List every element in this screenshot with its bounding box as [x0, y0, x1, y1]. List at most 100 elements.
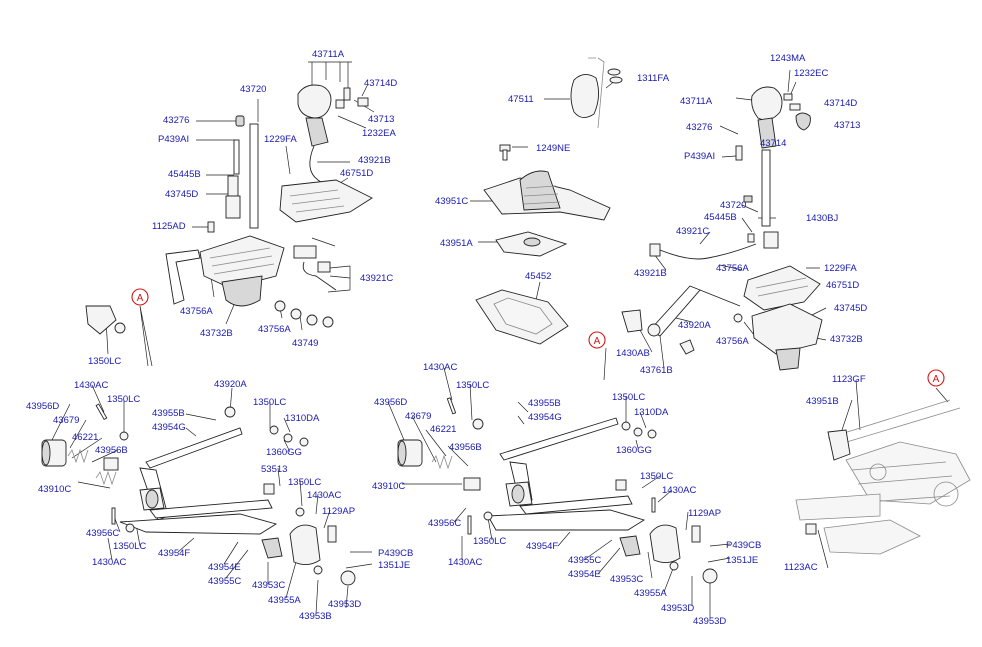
- part-number-label: 43714: [760, 138, 786, 149]
- part-number-label: 1229FA: [264, 134, 297, 145]
- part-number-label: 43713: [834, 120, 860, 131]
- part-number-label: 1123GF: [832, 374, 866, 385]
- part-number-label: 43954F: [526, 541, 558, 552]
- parts-bottom-right: [795, 399, 971, 555]
- part-number-label: 43953B: [299, 611, 332, 622]
- part-number-label: 43955A: [634, 588, 667, 599]
- part-number-label: 1350LC: [253, 397, 286, 408]
- part-number-label: 43745D: [834, 303, 867, 314]
- part-number-label: 43955B: [528, 398, 561, 409]
- part-number-label: 46221: [72, 432, 98, 443]
- part-number-label: 43954G: [528, 412, 562, 423]
- part-number-label: 1350LC: [288, 477, 321, 488]
- part-number-label: 1430AC: [74, 380, 108, 391]
- part-number-label: 43761B: [640, 365, 673, 376]
- part-number-label: 43951A: [440, 238, 473, 249]
- part-number-label: 1310DA: [634, 407, 669, 418]
- part-number-label: 1350LC: [640, 471, 673, 482]
- callouts: A A A: [131, 288, 945, 387]
- part-number-label: 1249NE: [536, 143, 570, 154]
- part-number-label: 1123AC: [784, 562, 818, 573]
- part-number-label: 43910C: [38, 484, 71, 495]
- part-number-label: 43954F: [158, 548, 190, 559]
- part-number-label: 1351JE: [378, 560, 410, 571]
- part-number-label: 47511: [508, 94, 534, 105]
- parts-top-middle: [475, 57, 623, 345]
- part-number-label: 43954E: [208, 562, 241, 573]
- part-number-label: 43953C: [252, 580, 285, 591]
- part-number-label: 1129AP: [322, 506, 355, 517]
- part-number-label: P439CB: [378, 548, 413, 559]
- parts-top-left: [85, 84, 373, 335]
- part-number-label: 1125AD: [152, 221, 186, 232]
- part-number-label: P439CB: [726, 540, 761, 551]
- part-number-label: 45445B: [704, 212, 737, 223]
- part-number-label: 43951B: [806, 396, 839, 407]
- parts-bottom-middle: [397, 397, 718, 584]
- part-number-label: 1430AC: [423, 362, 457, 373]
- part-number-label: 43921C: [676, 226, 709, 237]
- part-number-label: 1430AC: [448, 557, 482, 568]
- part-number-label: 1351JE: [726, 555, 758, 566]
- part-number-label: 1350LC: [473, 536, 506, 547]
- part-number-label: 1129AP: [688, 508, 721, 519]
- part-number-label: 43732B: [200, 328, 233, 339]
- part-number-label: 43276: [686, 122, 712, 133]
- part-number-label: 43720: [720, 200, 746, 211]
- part-number-label: 1229FA: [824, 263, 857, 274]
- part-number-label: 1350LC: [88, 356, 121, 367]
- part-number-label: 46751D: [340, 168, 373, 179]
- part-number-label: 1311FA: [637, 73, 670, 84]
- part-number-label: 53513: [261, 464, 287, 475]
- part-number-label: 43679: [53, 415, 79, 426]
- leader-lines: [51, 61, 949, 618]
- part-number-label: 1310DA: [285, 413, 320, 424]
- callout-a-middle: A: [594, 336, 601, 347]
- part-number-label: 43749: [292, 338, 318, 349]
- part-number-label: 43956D: [26, 401, 59, 412]
- part-number-label: 43955B: [152, 408, 185, 419]
- part-number-label: 1430AC: [307, 490, 341, 501]
- part-number-label: 43956B: [95, 445, 128, 456]
- part-number-label: 1350LC: [113, 541, 146, 552]
- part-number-label: 43756A: [716, 263, 749, 274]
- part-number-label: 1350LC: [456, 380, 489, 391]
- part-number-label: 43953D: [328, 599, 361, 610]
- part-number-label: 1430BJ: [806, 213, 838, 224]
- part-number-label: 1232EA: [362, 128, 396, 139]
- part-number-label: 43756A: [180, 306, 213, 317]
- part-number-label: P439AI: [158, 134, 189, 145]
- part-number-label: 43956D: [374, 397, 407, 408]
- part-number-label: 43920A: [678, 320, 711, 331]
- callout-a-right: A: [933, 374, 940, 385]
- part-number-label: 43276: [163, 115, 189, 126]
- part-number-label: 1350LC: [612, 392, 645, 403]
- part-number-label: 43910C: [372, 481, 405, 492]
- part-number-label: 1232EC: [794, 68, 828, 79]
- part-number-label: 43756A: [716, 336, 749, 347]
- part-number-label: 1430AC: [662, 485, 696, 496]
- part-number-label: 43955A: [268, 595, 301, 606]
- part-number-label: 43713: [368, 114, 394, 125]
- part-number-label: 43955C: [208, 576, 241, 587]
- part-number-label: 43711A: [312, 49, 345, 60]
- part-number-label: 43720: [240, 84, 266, 95]
- part-number-label: 1360GG: [266, 447, 302, 458]
- part-number-label: 43954E: [568, 569, 601, 580]
- part-number-label: 43714D: [364, 78, 397, 89]
- part-number-label: 43956C: [428, 518, 461, 529]
- part-number-label: 43956B: [449, 442, 482, 453]
- part-number-label: 1350LC: [107, 394, 140, 405]
- part-number-label: 43679: [405, 411, 431, 422]
- part-number-label: 43756A: [258, 324, 291, 335]
- part-number-label: 1243MA: [770, 53, 806, 64]
- part-number-label: 43953C: [610, 574, 643, 585]
- part-number-label: 1430AB: [616, 348, 650, 359]
- part-number-label: 43951C: [435, 196, 468, 207]
- part-number-label: 43956C: [86, 528, 119, 539]
- part-number-label: 1430AC: [92, 557, 126, 568]
- part-number-label: 1360GG: [616, 445, 652, 456]
- part-number-label: 43953D: [661, 603, 694, 614]
